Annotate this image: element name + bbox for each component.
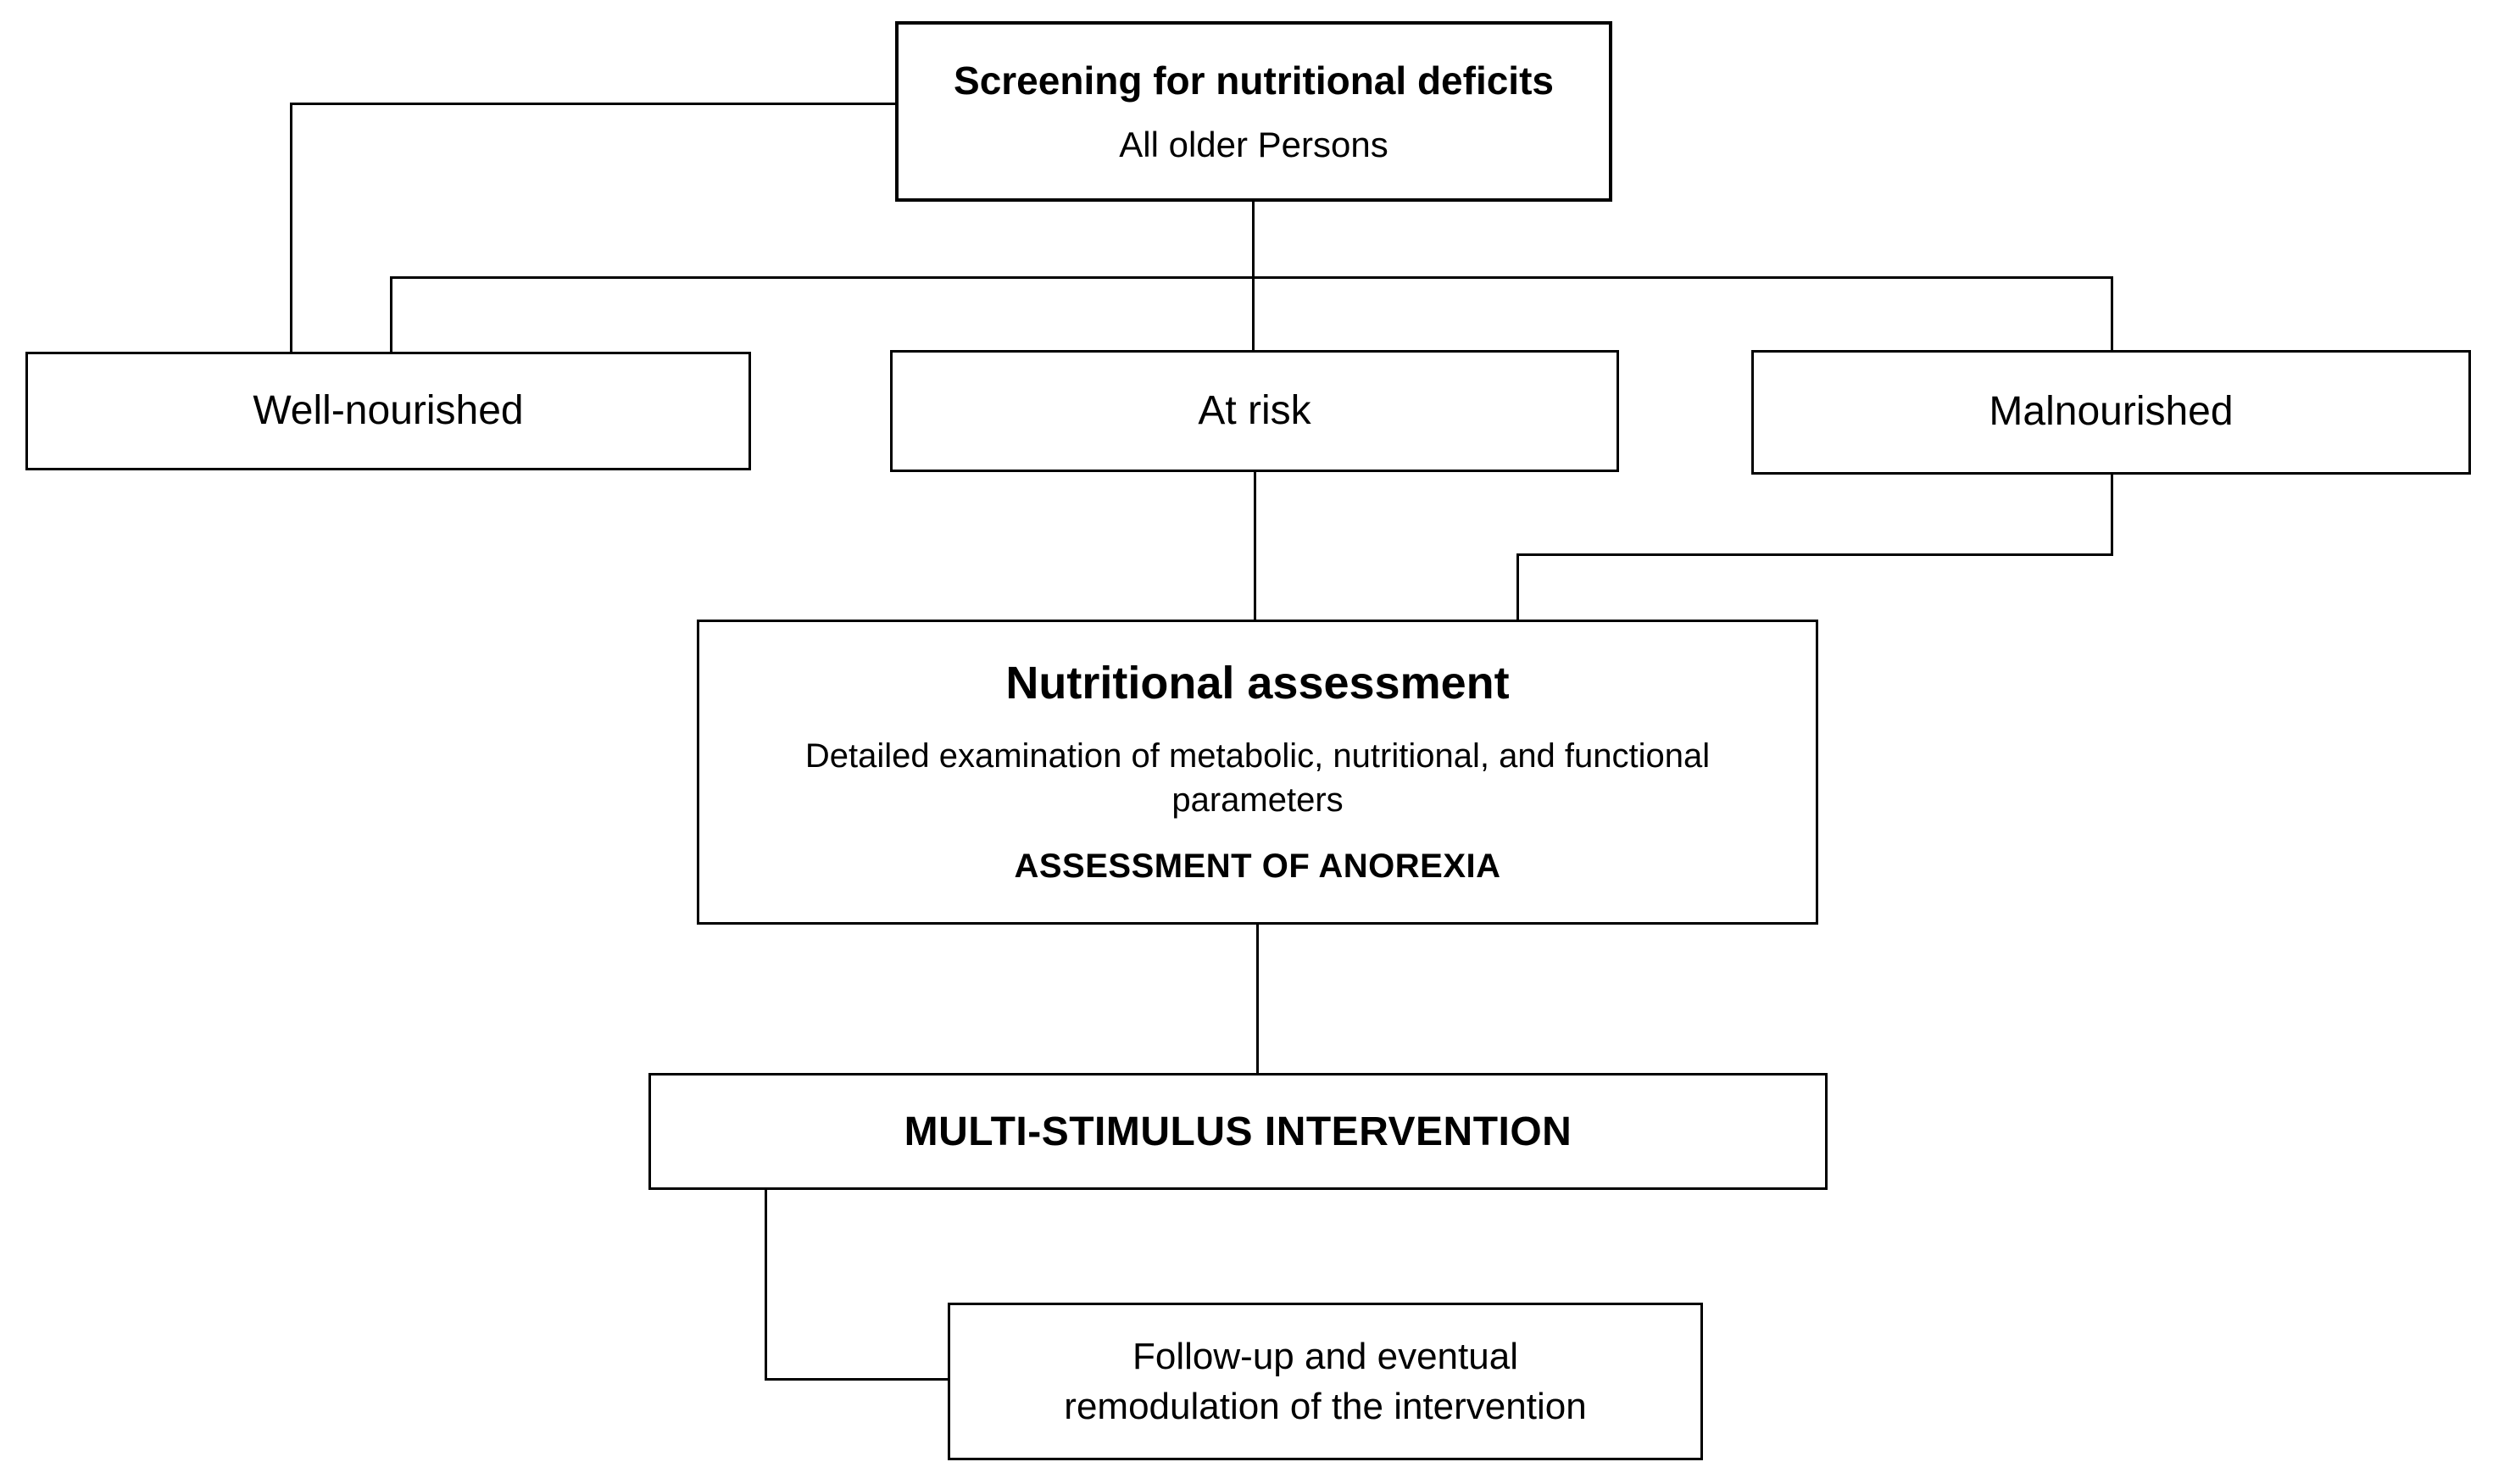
at-risk-label: At risk	[1198, 387, 1311, 433]
assessment-description-line1: Detailed examination of metabolic, nutri…	[804, 737, 1711, 775]
screening-subtitle: All older Persons	[1119, 124, 1388, 164]
assessment-emphasis: ASSESSMENT OF ANOREXIA	[1014, 848, 1501, 886]
assessment-title: Nutritional assessment	[1005, 657, 1510, 709]
node-multi-stimulus-intervention: MULTI-STIMULUS INTERVENTION	[648, 1073, 1828, 1190]
edge-branch-bus-horizontal	[390, 276, 2113, 279]
edge-intervention-to-follow-up-horizontal	[765, 1378, 950, 1381]
edge-at-risk-to-assessment-vertical	[1254, 470, 1256, 621]
assessment-description-line2: parameters	[1171, 781, 1344, 820]
follow-up-label: Follow-up and eventual remodulation of t…	[1064, 1331, 1586, 1432]
malnourished-label: Malnourished	[1989, 389, 2234, 435]
node-screening: Screening for nutritional deficits All o…	[895, 21, 1612, 202]
screening-title: Screening for nutritional deficits	[954, 58, 1554, 103]
edge-bus-to-well-nourished-vertical	[390, 276, 392, 353]
edge-bus-to-malnourished-vertical	[2111, 276, 2113, 352]
edge-malnourished-to-assessment-vertical	[1516, 553, 1519, 621]
edge-intervention-to-follow-up-vertical	[765, 1188, 767, 1381]
node-malnourished: Malnourished	[1751, 350, 2471, 475]
edge-screening-to-well-nourished-vertical	[290, 103, 292, 353]
node-at-risk: At risk	[890, 350, 1619, 472]
edge-assessment-to-intervention-vertical	[1256, 923, 1259, 1075]
well-nourished-label: Well-nourished	[253, 387, 524, 433]
intervention-label: MULTI-STIMULUS INTERVENTION	[904, 1109, 1572, 1154]
node-nutritional-assessment: Nutritional assessment Detailed examinat…	[697, 620, 1818, 925]
follow-up-line1: Follow-up and eventual	[1132, 1335, 1518, 1377]
assessment-description: Detailed examination of metabolic, nutri…	[805, 734, 1710, 822]
node-well-nourished: Well-nourished	[25, 352, 751, 470]
edge-screening-to-at-risk-vertical	[1252, 200, 1255, 352]
node-follow-up: Follow-up and eventual remodulation of t…	[948, 1303, 1703, 1460]
edge-malnourished-down-vertical	[2111, 473, 2113, 556]
edge-malnourished-left-horizontal	[1516, 553, 2113, 556]
edge-screening-to-well-nourished-horizontal	[290, 103, 899, 105]
follow-up-line2: remodulation of the intervention	[1064, 1386, 1587, 1427]
